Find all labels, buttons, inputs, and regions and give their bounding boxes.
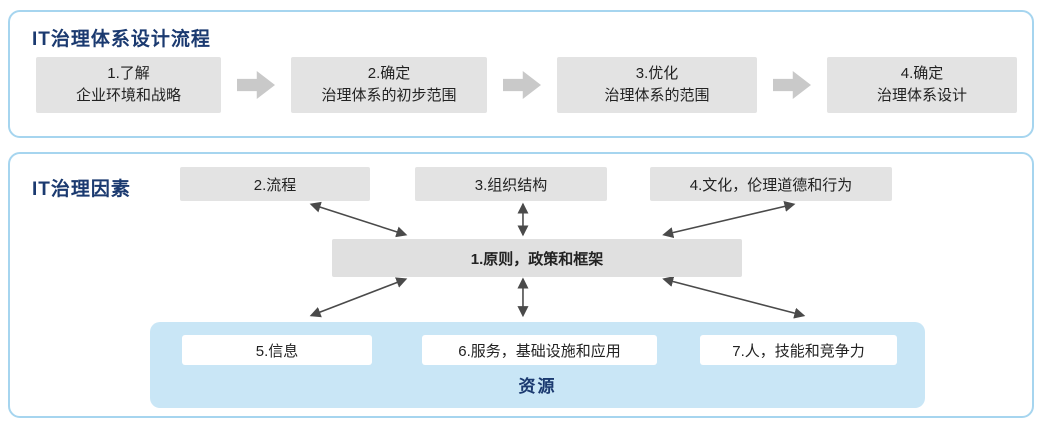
step-label-line: 治理体系设计 bbox=[876, 87, 967, 104]
step-label-line: 治理体系的范围 bbox=[604, 87, 710, 104]
process-panel: IT治理体系设计流程 1.了解 企业环境和战略 2.确定 治理体系的初步范围 3… bbox=[8, 10, 1034, 138]
process-step-1: 1.了解 企业环境和战略 bbox=[36, 57, 221, 113]
process-step-4: 4.确定 治理体系设计 bbox=[827, 57, 1017, 113]
step-label-line: 2.确定 bbox=[367, 65, 411, 83]
resources-label: 资源 bbox=[518, 377, 557, 396]
resources-container: 5.信息 6.服务，基础设施和应用 7.人，技能和竞争力 资源 bbox=[150, 322, 925, 408]
process-panel-title: IT治理体系设计流程 bbox=[32, 29, 211, 50]
factor-org-structure: 3.组织结构 bbox=[415, 167, 607, 201]
step-label-line: 治理体系的初步范围 bbox=[321, 87, 457, 104]
step-label-line: 1.了解 bbox=[107, 65, 150, 83]
factor-culture-ethics: 4.文化，伦理道德和行为 bbox=[650, 167, 892, 201]
factors-panel: IT治理因素 2.流程 3.组织结构 4.文化，伦理道德和行为 1.原则，政策和… bbox=[8, 152, 1034, 418]
factor-people-skills: 7.人，技能和竞争力 bbox=[700, 335, 897, 365]
factor-services-infrastructure: 6.服务，基础设施和应用 bbox=[422, 335, 657, 365]
process-flow: 1.了解 企业环境和战略 2.确定 治理体系的初步范围 3.优化 治理体系的范围… bbox=[36, 57, 1017, 113]
step-label-line: 3.优化 bbox=[635, 65, 679, 83]
factor-process: 2.流程 bbox=[180, 167, 370, 201]
flow-arrow-icon bbox=[237, 71, 275, 99]
factors-panel-title: IT治理因素 bbox=[32, 179, 131, 200]
step-label-line: 4.确定 bbox=[900, 65, 944, 83]
flow-arrow-icon bbox=[773, 71, 811, 99]
factor-principles-policies: 1.原则，政策和框架 bbox=[332, 239, 742, 277]
factor-information: 5.信息 bbox=[182, 335, 372, 365]
process-step-3: 3.优化 治理体系的范围 bbox=[557, 57, 757, 113]
process-step-2: 2.确定 治理体系的初步范围 bbox=[291, 57, 487, 113]
flow-arrow-icon bbox=[503, 71, 541, 99]
step-label-line: 企业环境和战略 bbox=[75, 87, 181, 104]
